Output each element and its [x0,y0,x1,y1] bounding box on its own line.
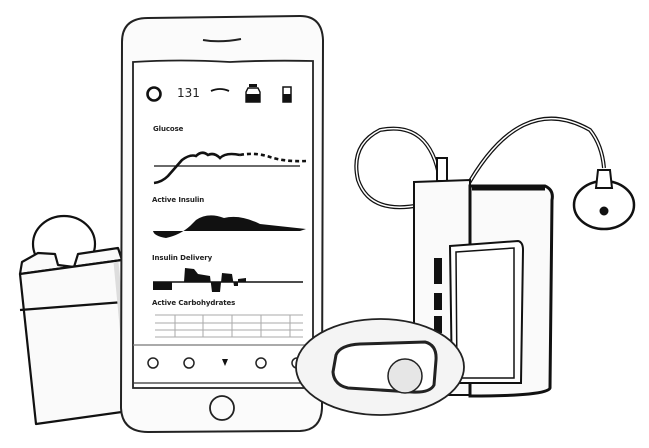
phone [119,14,325,434]
reservoir-icon [245,84,261,103]
chart-label-active-carbohydrates: Active Carbohydrates [152,299,236,307]
chart-label-glucose: Glucose [153,125,184,133]
cgm-pod [295,318,465,416]
battery-icon [282,86,292,103]
loop-ring-icon [146,86,162,102]
radio-bridge [18,214,138,426]
chart-label-active-insulin: Active Insulin [152,196,205,204]
status-glucose-value: 131 [177,86,200,100]
chart-label-insulin-delivery: Insulin Delivery [152,254,213,262]
flat-trend-icon [210,88,230,92]
infusion-site [572,169,636,231]
insulin-pump [354,116,606,398]
